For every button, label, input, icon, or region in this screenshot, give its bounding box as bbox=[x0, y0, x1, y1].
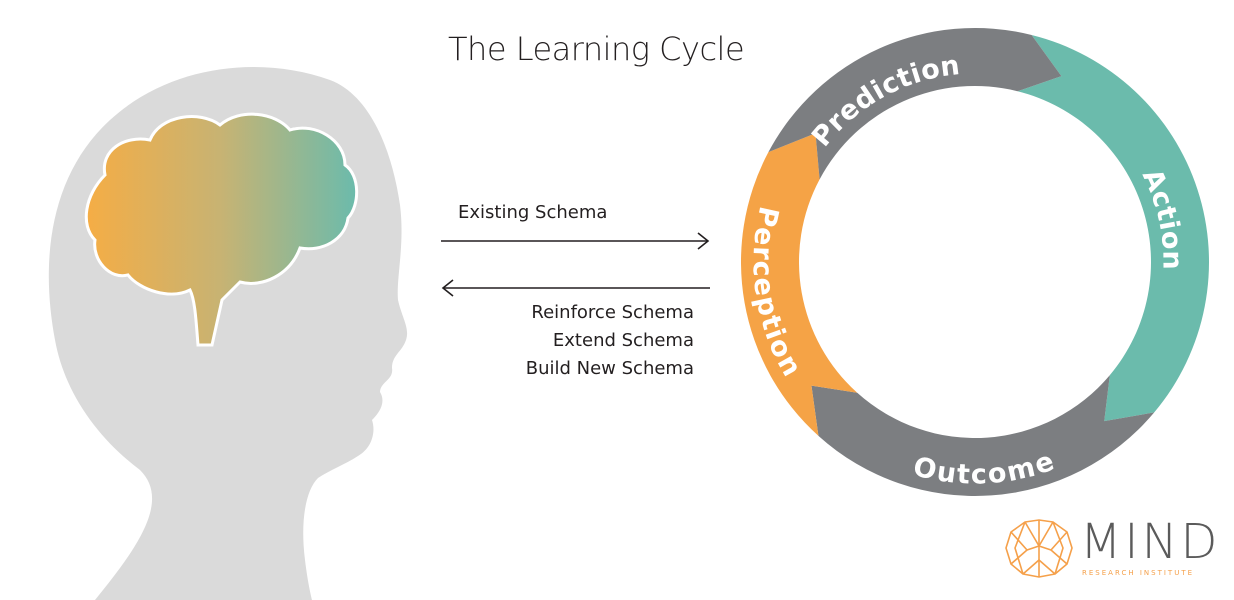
reinforce-schema-label: Reinforce Schema bbox=[531, 302, 694, 323]
logo-wordmark: MIND bbox=[1080, 514, 1221, 570]
cycle-segment-perception bbox=[741, 133, 858, 436]
logo-subtitle: RESEARCH INSTITUTE bbox=[1082, 569, 1195, 577]
build-new-schema-label: Build New Schema bbox=[525, 358, 694, 379]
cycle-segment-outcome bbox=[811, 375, 1155, 496]
existing-schema-label: Existing Schema bbox=[458, 202, 608, 223]
ring-segments bbox=[741, 27, 1210, 496]
diagram-title: The Learning Cycle bbox=[448, 30, 745, 68]
brain-outline-icon bbox=[1005, 519, 1073, 578]
forward-arrow bbox=[441, 232, 710, 250]
cycle-segment-action bbox=[1017, 34, 1210, 422]
brain-shape bbox=[84, 112, 359, 347]
back-arrow bbox=[441, 279, 710, 297]
child-head-silhouette bbox=[48, 67, 408, 600]
extend-schema-label: Extend Schema bbox=[552, 330, 694, 351]
cycle-segment-prediction bbox=[768, 27, 1062, 180]
